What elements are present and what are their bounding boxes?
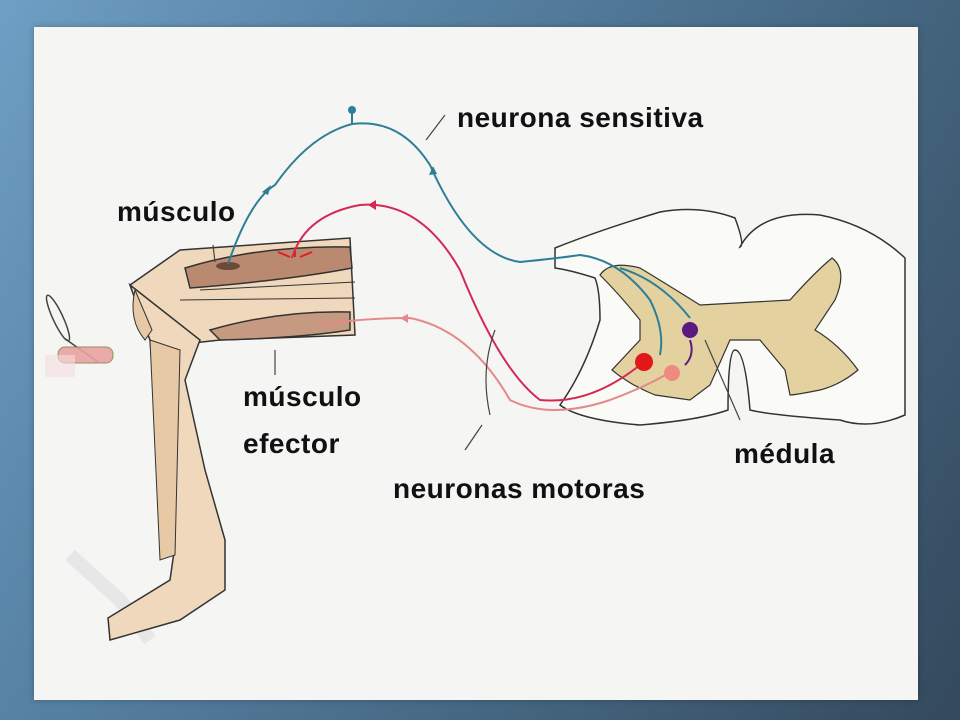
receptor-marker (216, 262, 240, 270)
label-spinal-cord: médula (734, 438, 836, 469)
label-sensory-neuron: neurona sensitiva (457, 102, 704, 133)
label-muscle: músculo (117, 196, 236, 227)
motor-cell-body-pink-icon (664, 365, 680, 381)
motor-neuron-path-pink (317, 316, 671, 411)
arrow-icon (262, 185, 271, 195)
motor-cell-body-red-icon (635, 353, 653, 371)
leg-illustration (65, 237, 356, 645)
sensory-cell-body-icon (348, 106, 356, 114)
interneuron-icon (682, 322, 698, 338)
arrow-icon (400, 314, 408, 323)
label-effector-muscle-1: músculo (243, 381, 362, 412)
leader-lines (212, 114, 741, 451)
arrow-icon (368, 200, 376, 210)
arrow-icon (429, 166, 437, 175)
spinal-cord-section (554, 208, 906, 426)
label-effector-muscle-2: efector (243, 428, 340, 459)
motor-neuron-path-red (291, 203, 641, 402)
reflex-hammer-icon (45, 294, 114, 377)
label-motor-neurons: neuronas motoras (393, 473, 646, 504)
